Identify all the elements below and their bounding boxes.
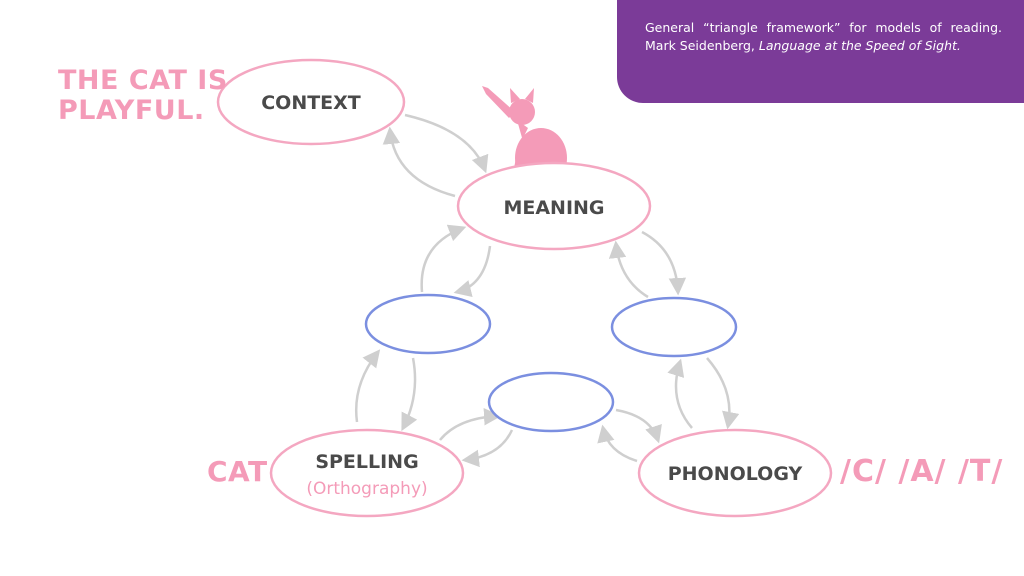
node-phonology: PHONOLOGY bbox=[637, 428, 833, 518]
arrow-phonology-to-right-hidden bbox=[667, 358, 693, 429]
node-spelling-label: SPELLING bbox=[315, 451, 418, 473]
node-context-label: CONTEXT bbox=[261, 92, 361, 114]
example-word: CAT bbox=[207, 455, 268, 488]
arrow-context-to-meaning bbox=[404, 113, 489, 174]
arrow-phonology-to-center-hidden bbox=[597, 424, 638, 463]
arrow-right-hidden-to-meaning bbox=[608, 240, 649, 299]
example-sentence-line1: THE CAT IS bbox=[58, 65, 228, 96]
example-sentence: THE CAT IS PLAYFUL. bbox=[58, 66, 228, 126]
arrow-center-hidden-to-phonology bbox=[615, 408, 662, 444]
hidden-node-center bbox=[487, 371, 615, 433]
arrow-right-hidden-to-phonology bbox=[706, 357, 740, 430]
hidden-node-left bbox=[364, 293, 492, 355]
arrow-left-hidden-to-meaning bbox=[420, 224, 467, 293]
arrow-spelling-to-left-hidden bbox=[355, 349, 381, 423]
connection-arrows bbox=[355, 113, 740, 468]
arrow-meaning-to-context bbox=[382, 126, 456, 198]
node-spelling: SPELLING (Orthography) bbox=[269, 428, 465, 518]
example-sentence-line2: PLAYFUL. bbox=[58, 95, 205, 126]
caption-box: General “triangle framework” for models … bbox=[617, 0, 1024, 103]
arrow-meaning-to-left-hidden bbox=[453, 245, 492, 298]
node-meaning: MEANING bbox=[456, 161, 652, 251]
node-spelling-sublabel: (Orthography) bbox=[306, 479, 427, 499]
arrow-center-hidden-to-spelling bbox=[461, 429, 514, 468]
node-meaning-label: MEANING bbox=[503, 197, 604, 219]
arrow-left-hidden-to-spelling bbox=[401, 357, 418, 432]
arrow-meaning-to-right-hidden bbox=[641, 230, 687, 296]
example-sounds: /C/ /A/ /T/ bbox=[840, 454, 1004, 489]
hidden-node-right bbox=[610, 296, 738, 358]
node-context: CONTEXT bbox=[216, 58, 406, 146]
node-phonology-label: PHONOLOGY bbox=[668, 463, 803, 485]
caption-book-title: Language at the Speed of Sight. bbox=[758, 38, 961, 53]
arrow-spelling-to-center-hidden bbox=[439, 407, 502, 441]
caption-text: General “triangle framework” for models … bbox=[645, 20, 1002, 53]
